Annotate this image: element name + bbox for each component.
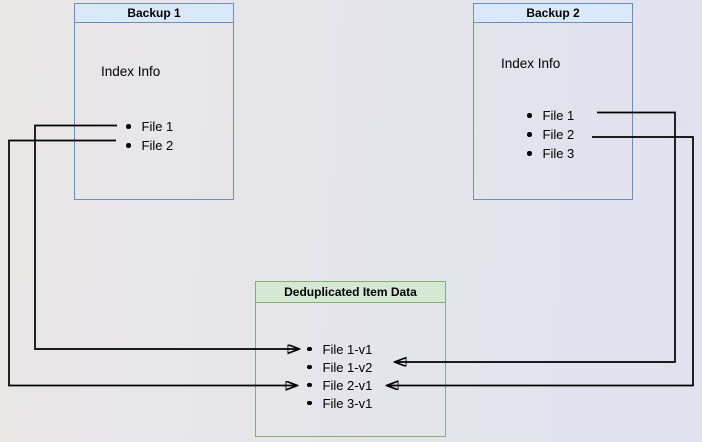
deduplicated-item-data-box: Deduplicated Item Data File 1-v1 File 1-…	[255, 281, 446, 437]
list-item: File 1	[527, 106, 574, 125]
list-item: File 2-v1	[307, 376, 372, 394]
dedup-title: Deduplicated Item Data	[256, 282, 445, 303]
dedup-item-list: File 1-v1 File 1-v2 File 2-v1 File 3-v1	[307, 340, 372, 412]
list-item: File 1-v2	[307, 358, 372, 376]
list-item-label: File 2	[542, 127, 575, 142]
backup2-index-info-label: Index Info	[501, 56, 561, 71]
backup1-file-list: File 1 File 2	[126, 117, 173, 155]
backup2-title: Backup 2	[474, 4, 632, 23]
list-item-label: File 1-v1	[322, 341, 373, 357]
bullet-icon	[307, 400, 312, 406]
list-item-label: File 2-v1	[322, 377, 373, 393]
backup2-file-list: File 1 File 2 File 3	[527, 106, 574, 163]
list-item: File 1	[126, 117, 173, 136]
bullet-icon	[307, 382, 312, 388]
list-item: File 2	[126, 136, 173, 155]
bullet-icon	[126, 124, 131, 129]
bullet-icon	[307, 364, 312, 370]
list-item-label: File 1-v2	[322, 359, 373, 375]
list-item-label: File 1	[141, 119, 174, 134]
bullet-icon	[527, 113, 532, 118]
bullet-icon	[527, 132, 532, 137]
bullet-icon	[307, 346, 312, 352]
backup2-box: Backup 2 Index Info File 1 File 2 File 3	[473, 3, 633, 200]
list-item: File 3-v1	[307, 394, 372, 412]
backup1-box: Backup 1 Index Info File 1 File 2	[74, 3, 234, 200]
list-item: File 2	[527, 125, 574, 144]
list-item-label: File 2	[141, 138, 174, 153]
bullet-icon	[527, 151, 532, 156]
list-item: File 1-v1	[307, 340, 372, 358]
backup1-index-info-label: Index Info	[101, 64, 161, 79]
list-item: File 3	[527, 144, 574, 163]
list-item-label: File 3-v1	[322, 395, 373, 411]
list-item-label: File 3	[542, 146, 575, 161]
list-item-label: File 1	[542, 108, 575, 123]
backup1-title: Backup 1	[75, 4, 233, 23]
bullet-icon	[126, 143, 131, 148]
